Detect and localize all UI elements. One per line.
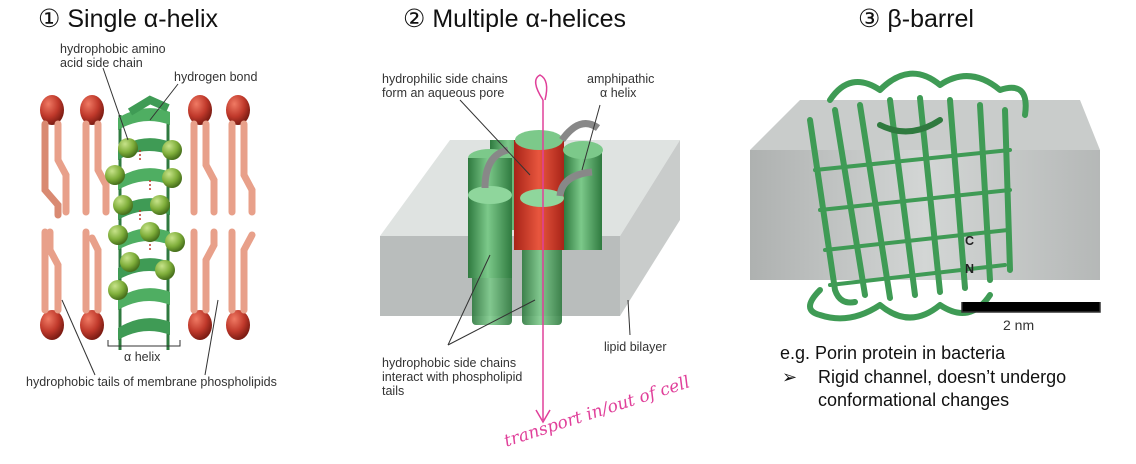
- label-pore-line2: form an aqueous pore: [382, 86, 505, 100]
- transport-arrow: [534, 74, 551, 424]
- label-alpha-helix: α helix: [124, 350, 161, 364]
- lipid-tails: [41, 120, 256, 314]
- label-hydrophobic-tails: hydrophobic tails of membrane phospholip…: [26, 375, 277, 389]
- label-c-terminus: C: [965, 234, 975, 248]
- bullet-line1: Rigid channel, doesn’t undergo: [818, 367, 1067, 387]
- panel1-title: ① Single α-helix: [38, 5, 218, 33]
- label-n-terminus: N: [965, 262, 975, 276]
- lipid-heads-top: [40, 95, 250, 125]
- label-amphipathic-line1: amphipathic: [587, 72, 655, 86]
- label-pore-line1: hydrophilic side chains: [382, 72, 508, 86]
- label-hydrogen-bond: hydrogen bond: [174, 70, 258, 84]
- panel1-illustration: [40, 67, 256, 376]
- hydrophobic-side-chain-balls: [105, 138, 185, 300]
- panel3-title: ③ β-barrel: [858, 5, 974, 33]
- bullet-arrow-icon: ➢: [782, 367, 798, 387]
- label-hydrophobic-line3: tails: [382, 384, 405, 398]
- label-hydrophobic-line1: hydrophobic side chains: [382, 356, 517, 370]
- bullet-line2: conformational changes: [818, 390, 1010, 410]
- panel2-title: ② Multiple α-helices: [403, 5, 627, 33]
- panel3-illustration: [750, 70, 1101, 322]
- helix-cylinders: [468, 120, 603, 325]
- label-lipid-bilayer: lipid bilayer: [604, 340, 667, 354]
- label-side-chain-line1: hydrophobic amino: [60, 42, 166, 56]
- label-side-chain-line2: acid side chain: [60, 56, 143, 70]
- scale-bar: [961, 302, 1101, 313]
- label-hydrophobic-line2: interact with phospholipid: [382, 370, 523, 384]
- panel2-leader-lines: [447, 99, 631, 346]
- beta-barrel-protein: [807, 70, 1029, 322]
- example-text: e.g. Porin protein in bacteria: [780, 343, 1006, 363]
- scale-label: 2 nm: [1003, 317, 1035, 333]
- panel2-illustration: [380, 74, 680, 424]
- label-amphipathic-line2: α helix: [600, 86, 637, 100]
- lipid-heads-bottom: [40, 310, 250, 340]
- panel1-leader-lines: [61, 67, 219, 376]
